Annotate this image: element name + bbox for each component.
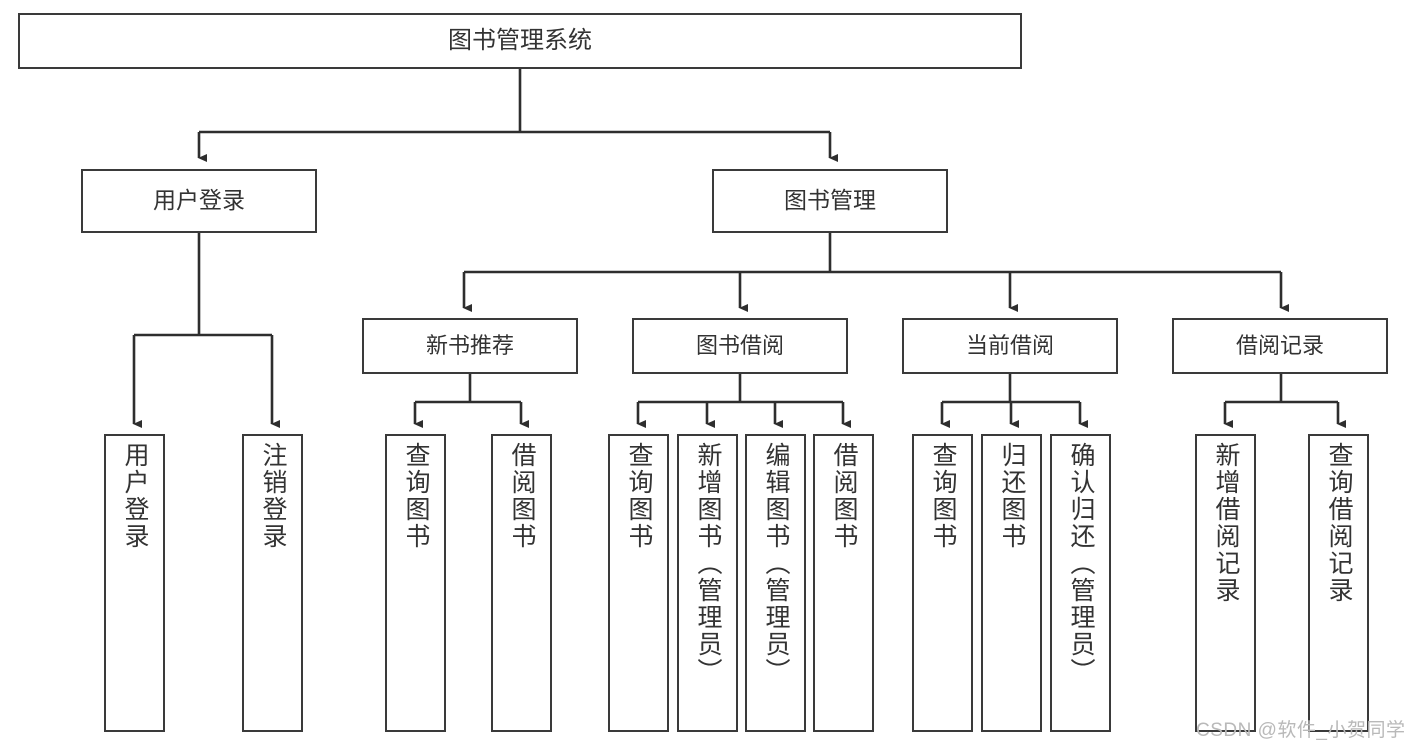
leaf-add-borrow-record-label: 新增借阅记录	[1212, 442, 1240, 604]
leaf-query-book-3[interactable]: 查询图书	[912, 434, 973, 732]
leaf-edit-book[interactable]: 编辑图书（管理员）	[745, 434, 806, 732]
leaf-borrow-book-2-label: 借阅图书	[830, 442, 858, 550]
leaf-add-borrow-record[interactable]: 新增借阅记录	[1195, 434, 1256, 732]
leaf-borrow-book-1[interactable]: 借阅图书	[491, 434, 552, 732]
leaf-borrow-book-1-label: 借阅图书	[508, 442, 536, 550]
leaf-query-book-2[interactable]: 查询图书	[608, 434, 669, 732]
node-new-book-recommend-label: 新书推荐	[425, 333, 514, 359]
leaf-query-book-2-label: 查询图书	[625, 442, 653, 550]
leaf-query-book-3-label: 查询图书	[929, 442, 957, 550]
leaf-logout-login-label: 注销登录	[259, 442, 287, 550]
csdn-watermark: CSDN @软件_小贺同学	[1196, 720, 1405, 741]
node-user-login[interactable]: 用户登录	[81, 169, 317, 233]
leaf-user-login[interactable]: 用户登录	[104, 434, 165, 732]
node-book-management[interactable]: 图书管理	[712, 169, 948, 233]
node-book-borrow-label: 图书借阅	[695, 333, 784, 359]
leaf-borrow-book-2[interactable]: 借阅图书	[813, 434, 874, 732]
node-borrow-record-label: 借阅记录	[1235, 333, 1324, 359]
node-current-borrow[interactable]: 当前借阅	[902, 318, 1118, 374]
node-borrow-record[interactable]: 借阅记录	[1172, 318, 1388, 374]
leaf-query-borrow-record-label: 查询借阅记录	[1325, 442, 1353, 604]
leaf-query-borrow-record[interactable]: 查询借阅记录	[1308, 434, 1369, 732]
leaf-confirm-return[interactable]: 确认归还（管理员）	[1050, 434, 1111, 732]
node-user-login-label: 用户登录	[153, 187, 245, 214]
leaf-add-book[interactable]: 新增图书（管理员）	[677, 434, 738, 732]
node-current-borrow-label: 当前借阅	[965, 333, 1054, 359]
node-new-book-recommend[interactable]: 新书推荐	[362, 318, 578, 374]
leaf-logout-login[interactable]: 注销登录	[242, 434, 303, 732]
node-root-label: 图书管理系统	[448, 26, 592, 54]
leaf-query-book-1-label: 查询图书	[402, 442, 430, 550]
node-root[interactable]: 图书管理系统	[18, 13, 1022, 69]
node-book-management-label: 图书管理	[784, 187, 876, 214]
leaf-query-book-1[interactable]: 查询图书	[385, 434, 446, 732]
leaf-return-book[interactable]: 归还图书	[981, 434, 1042, 732]
node-book-borrow[interactable]: 图书借阅	[632, 318, 848, 374]
leaf-confirm-return-label: 确认归还（管理员）	[1067, 442, 1095, 685]
leaf-edit-book-label: 编辑图书（管理员）	[762, 442, 790, 685]
leaf-add-book-label: 新增图书（管理员）	[694, 442, 722, 685]
leaf-user-login-label: 用户登录	[121, 442, 149, 550]
leaf-return-book-label: 归还图书	[998, 442, 1026, 550]
